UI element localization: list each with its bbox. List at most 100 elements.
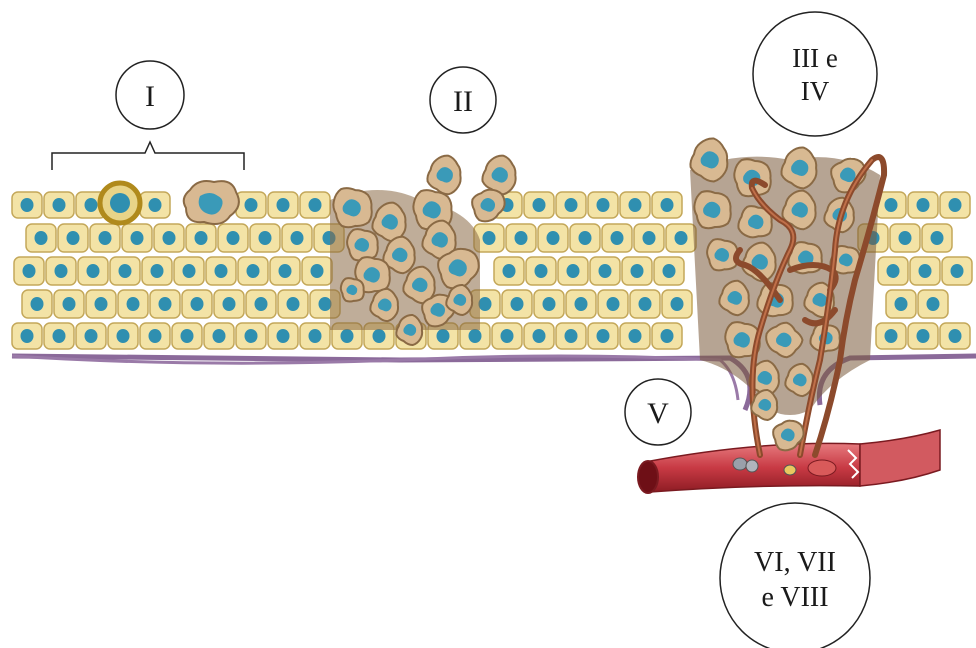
epithelial-cell — [278, 290, 308, 318]
epithelial-cell — [218, 224, 248, 252]
stage-1-bracket — [52, 142, 244, 170]
blood-cell — [808, 460, 836, 476]
epithelial-cell — [12, 192, 42, 218]
epithelial-cell — [878, 257, 908, 285]
epithelial-cell — [140, 192, 170, 218]
epithelial-cell — [78, 257, 108, 285]
stage-3-4-label: III e IV — [753, 12, 877, 136]
stage-6-8-text-line2: e VIII — [761, 582, 828, 613]
vessel-lumen — [638, 461, 658, 493]
epithelial-cell — [86, 290, 116, 318]
blood-cell — [733, 458, 747, 470]
tumor-cell — [333, 188, 371, 227]
epithelial-cell — [186, 224, 216, 252]
initiated-cell — [100, 183, 140, 223]
epithelial-cell — [940, 323, 970, 349]
epithelial-cell — [908, 323, 938, 349]
epithelial-cell — [588, 192, 618, 218]
epithelial-cell — [886, 290, 916, 318]
stage-6-8-label: VI, VII e VIII — [720, 503, 870, 648]
epithelial-cell — [654, 257, 684, 285]
tumor-cell-circulating — [784, 465, 796, 475]
epithelial-cell — [538, 224, 568, 252]
epithelial-cell — [246, 290, 276, 318]
stage-2-label: II — [430, 67, 496, 133]
epithelial-cell — [570, 224, 600, 252]
epithelial-cell — [502, 290, 532, 318]
epithelial-cell — [206, 257, 236, 285]
epithelial-cell — [526, 257, 556, 285]
stage-1-label: I — [116, 61, 184, 129]
epithelial-cell — [236, 323, 266, 349]
epithelial-cell — [44, 192, 74, 218]
tumor-cell — [707, 239, 738, 270]
epithelial-cell — [250, 224, 280, 252]
epithelial-cell — [22, 290, 52, 318]
epithelial-cell — [494, 257, 524, 285]
epithelial-cell — [142, 257, 172, 285]
epithelial-cell — [300, 192, 330, 218]
epithelial-cell — [14, 257, 44, 285]
epithelial-cell — [598, 290, 628, 318]
epithelial-cell — [940, 192, 970, 218]
epithelial-cell — [662, 290, 692, 318]
epithelial-cell — [890, 224, 920, 252]
epithelial-cell — [154, 224, 184, 252]
epithelial-cell — [300, 323, 330, 349]
epithelial-cell — [566, 290, 596, 318]
epithelial-cell — [182, 290, 212, 318]
epithelial-cell — [110, 257, 140, 285]
tumor-cell — [341, 278, 364, 301]
epithelial-cell — [76, 323, 106, 349]
epithelial-cell — [12, 323, 42, 349]
tumor-cell — [694, 191, 730, 228]
epithelial-cell — [918, 290, 948, 318]
epithelial-cell — [506, 224, 536, 252]
epithelial-cell — [666, 224, 696, 252]
epithelial-cell — [54, 290, 84, 318]
epithelial-cell — [942, 257, 972, 285]
epithelial-cell — [238, 257, 268, 285]
epithelial-cell — [908, 192, 938, 218]
stage-5-label: V — [625, 379, 691, 445]
epithelial-cell — [524, 323, 554, 349]
stage-5-text: V — [647, 397, 669, 430]
epithelial-cell — [26, 224, 56, 252]
epithelial-cell — [58, 224, 88, 252]
epithelial-cell — [622, 257, 652, 285]
promoted-cell — [184, 181, 239, 224]
epithelial-cell — [268, 192, 298, 218]
epithelial-cell — [602, 224, 632, 252]
stage-3-4-text-line2: IV — [801, 76, 830, 106]
epithelial-cell — [204, 323, 234, 349]
epithelial-cell — [876, 323, 906, 349]
epithelial-cell — [150, 290, 180, 318]
epithelial-cell — [556, 323, 586, 349]
epithelial-cell — [558, 257, 588, 285]
epithelial-cell — [588, 323, 618, 349]
tumor-cell — [427, 156, 460, 195]
stage-2-text: II — [453, 85, 473, 118]
epithelial-cell — [524, 192, 554, 218]
stage-1-text: I — [145, 80, 155, 113]
epithelial-cell — [534, 290, 564, 318]
epithelial-cell — [270, 257, 300, 285]
epithelial-cell — [44, 323, 74, 349]
epithelial-cell — [556, 192, 586, 218]
epithelial-cell — [174, 257, 204, 285]
epithelial-cell — [46, 257, 76, 285]
epithelial-cell — [122, 224, 152, 252]
epithelial-cell — [922, 224, 952, 252]
epithelial-cell — [236, 192, 266, 218]
epithelial-cell — [140, 323, 170, 349]
epithelial-cell — [108, 323, 138, 349]
invasive-tumor-mass — [690, 138, 880, 415]
epithelial-cell — [172, 323, 202, 349]
basement-membrane-left — [12, 356, 738, 400]
epithelial-cell — [90, 224, 120, 252]
epithelial-cell — [590, 257, 620, 285]
stage-6-8-text-line1: VI, VII — [754, 547, 836, 578]
epithelial-cell — [302, 257, 332, 285]
epithelial-cell — [492, 323, 522, 349]
